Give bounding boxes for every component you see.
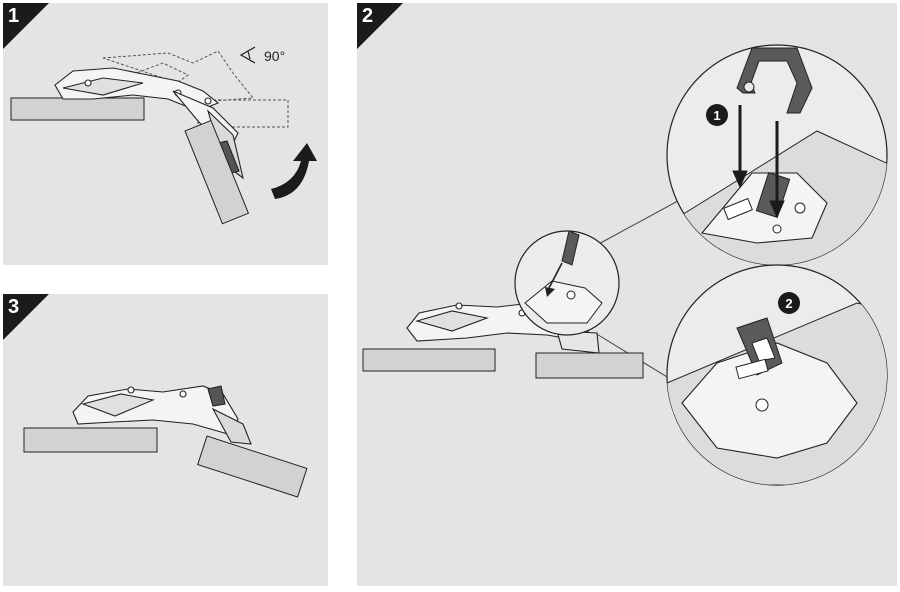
callout-2-label: 2 (785, 296, 792, 311)
step-number: 3 (8, 296, 20, 318)
detail-circle-step-b: 2 (666, 264, 888, 486)
step-badge (3, 3, 49, 49)
callout-2 (778, 292, 800, 314)
clip-bracket-icon (736, 47, 813, 114)
door-panel (535, 352, 644, 379)
door-panel (197, 435, 308, 498)
callout-1-label: 1 (713, 108, 720, 123)
step-badge (357, 3, 403, 49)
press-arrows (732, 105, 785, 219)
cabinet-side-panel (23, 427, 158, 453)
step-3-illustration (23, 385, 308, 498)
step-3-panel: 3 (3, 294, 328, 586)
clip-tool-icon (561, 230, 580, 266)
step-2-illustration: 1 2 (362, 44, 888, 486)
detail-circle-step-a: 1 (666, 44, 888, 266)
detail-circle-small (514, 230, 620, 336)
step-1-illustration (10, 46, 317, 225)
cabinet-side-panel (362, 348, 496, 372)
rotate-arrow-icon (271, 143, 317, 199)
angle-label: 90° (264, 48, 286, 64)
door-panel (184, 119, 250, 225)
step-2-panel: 1 2 2 (357, 3, 897, 586)
hinge-body (54, 67, 244, 180)
hinge-body (72, 385, 252, 445)
step-number: 2 (362, 5, 374, 27)
step-1-panel: 90° 1 (3, 3, 328, 265)
step-badge (3, 294, 49, 340)
callout-1 (706, 104, 728, 126)
step-number: 1 (8, 5, 20, 27)
angle-symbol-icon (239, 46, 256, 64)
cabinet-side-panel (10, 97, 145, 121)
